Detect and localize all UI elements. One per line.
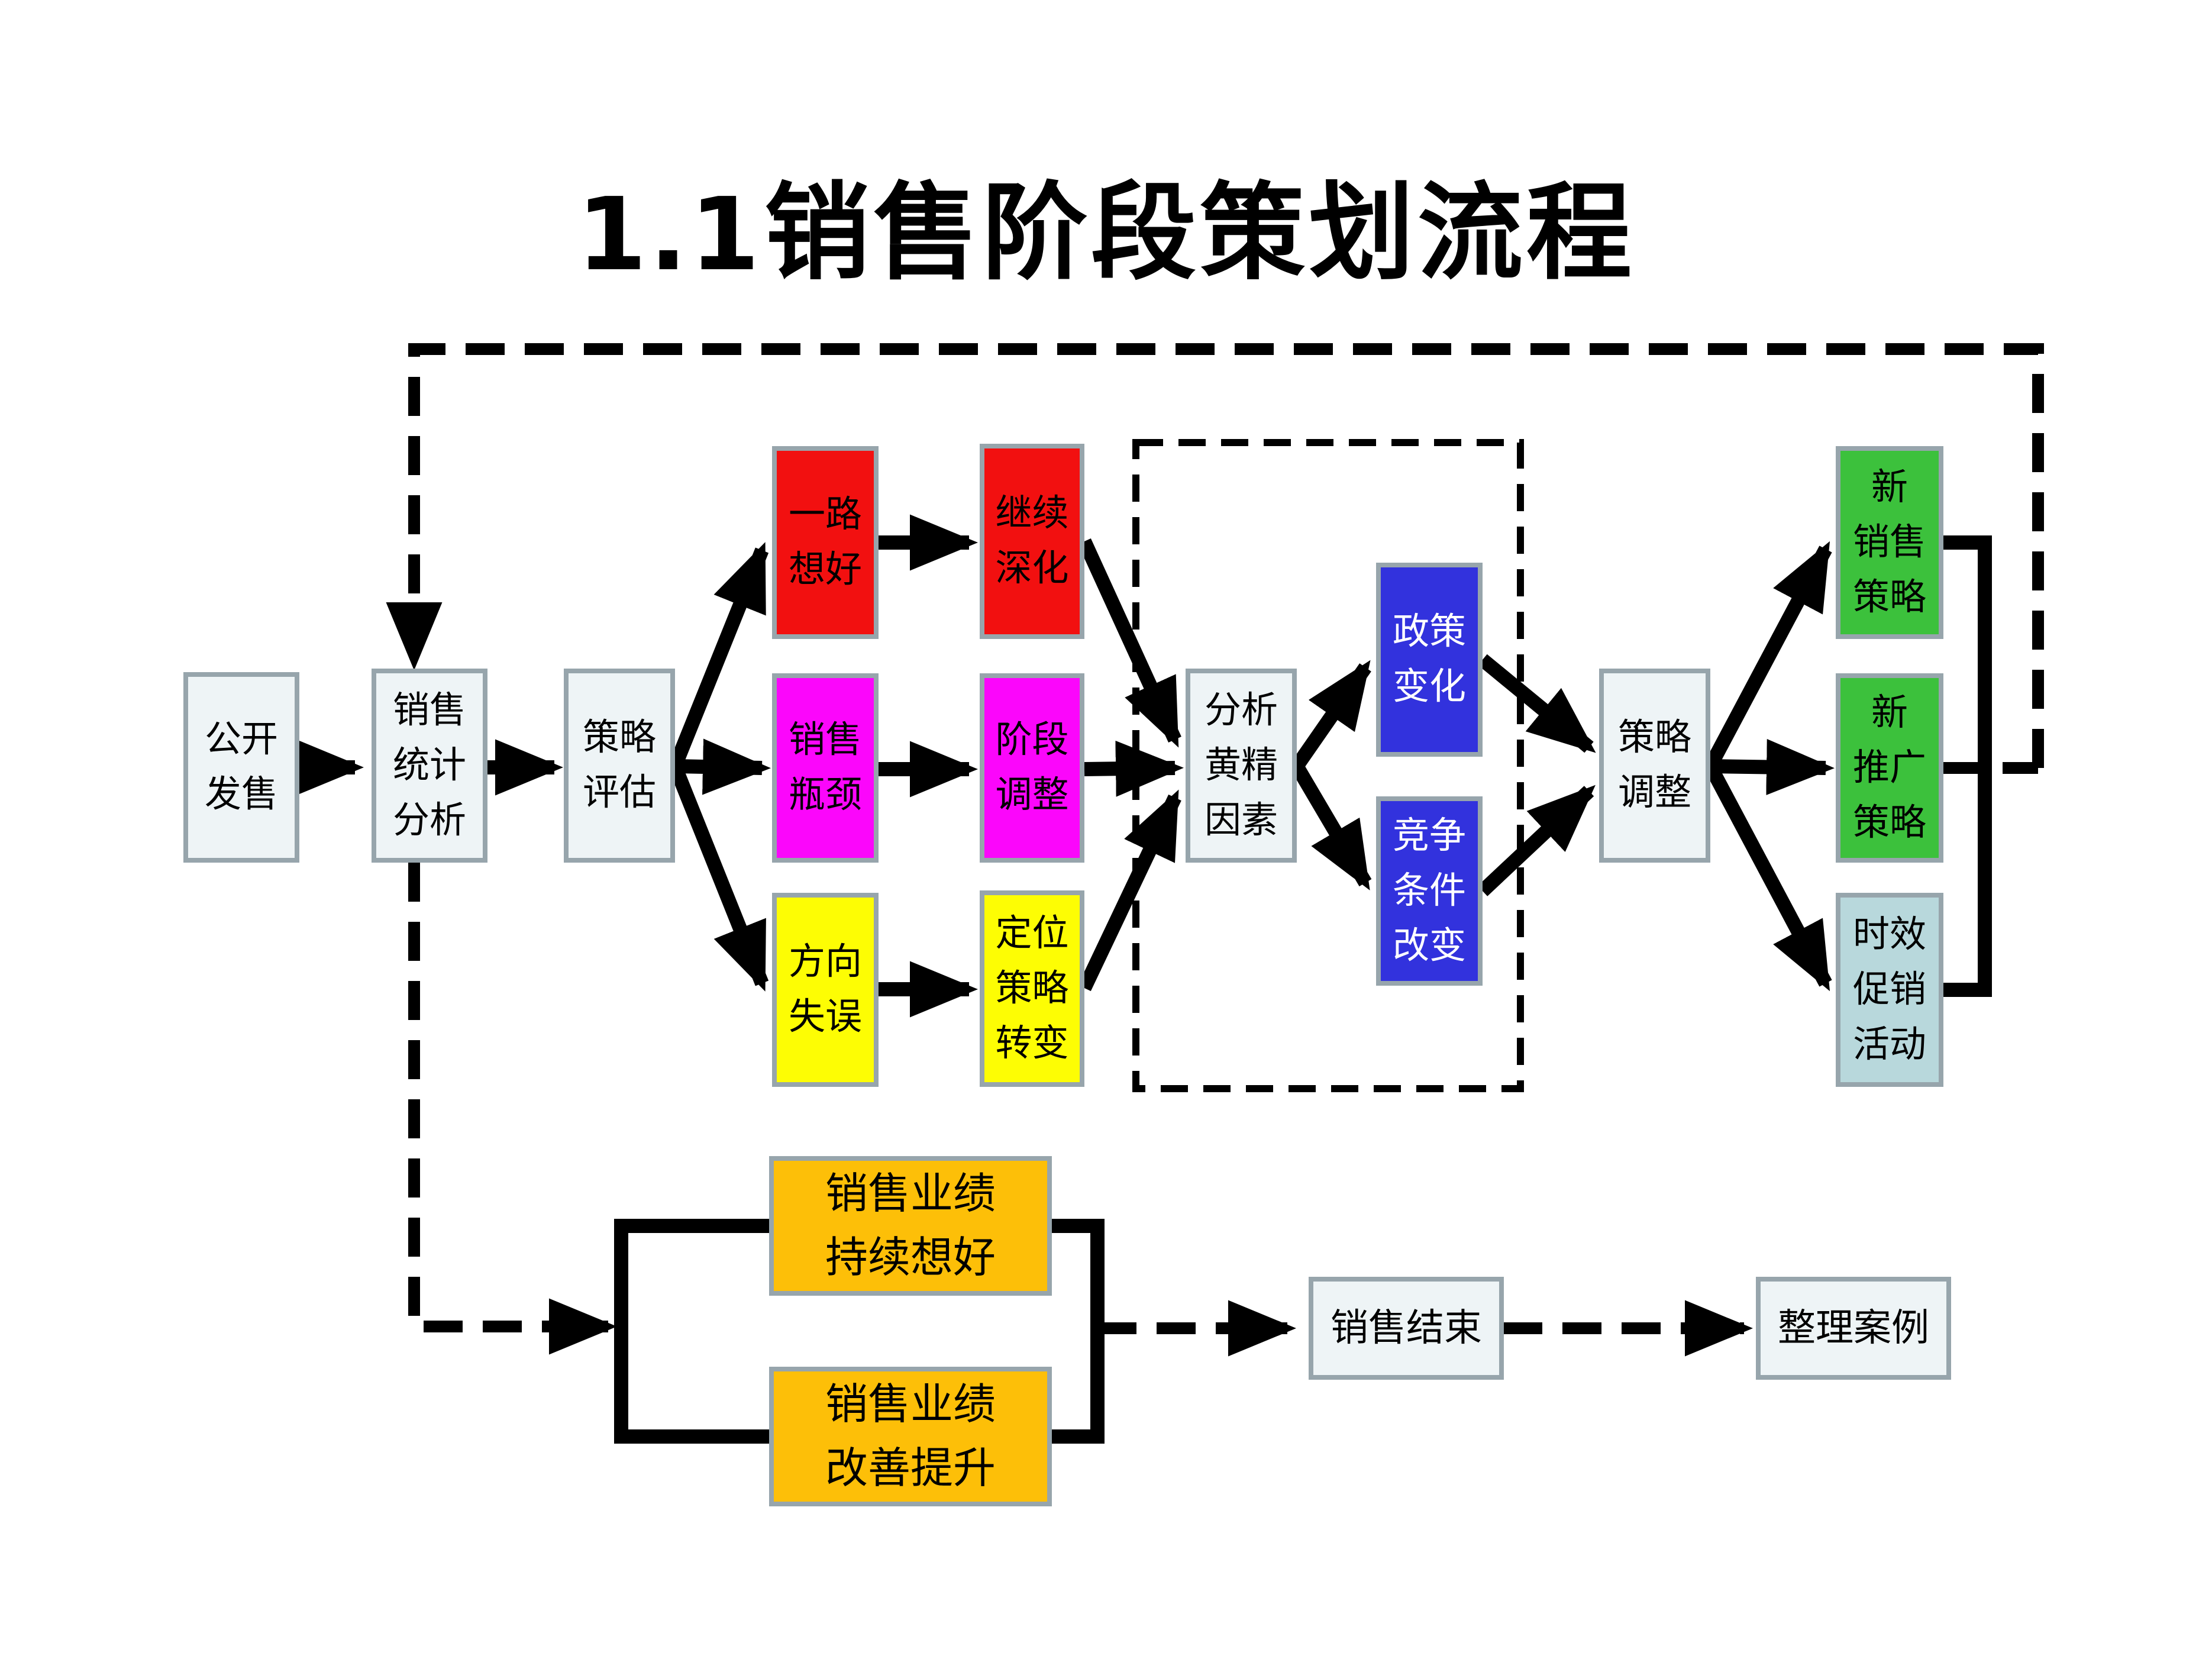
arrow-adjust-to-new-sales xyxy=(1704,541,1832,770)
node-stats-analysis: 销售 统计 分析 xyxy=(372,669,487,863)
dashed-lines xyxy=(386,343,2044,1357)
arrow-positioning-to-analyze xyxy=(1078,789,1181,992)
node-organize-cases: 整理案例 xyxy=(1756,1277,1951,1380)
page-title: 1.1 销售阶段策划流程 xyxy=(0,148,2212,300)
arrow-analyze-to-competition xyxy=(1290,762,1372,890)
arrow-eval-to-going-well xyxy=(668,542,769,769)
node-continue-deepen: 继续 深化 xyxy=(980,444,1084,639)
arrow-adjust-to-new-promo xyxy=(1710,738,1835,795)
node-going-well: 一路 想好 xyxy=(772,446,879,639)
node-time-promo: 时效 促销 活动 xyxy=(1836,893,1943,1087)
arrow-eval-to-bottleneck xyxy=(674,738,771,795)
arrow-competition-to-strategy-adjust xyxy=(1477,785,1596,896)
node-perf-keep-good: 销售业绩 持续想好 xyxy=(769,1156,1052,1296)
performance-right-bracket xyxy=(1052,1219,1105,1444)
arrow-stage-adjust-to-analyze xyxy=(1084,740,1184,797)
node-wrong-direction: 方向 失误 xyxy=(772,893,879,1087)
node-stage-adjust: 阶段 调整 xyxy=(980,673,1084,863)
arrow-adjust-to-time-promo xyxy=(1704,763,1832,992)
arrow-deepen-to-analyze xyxy=(1078,538,1181,748)
right-column-bracket xyxy=(1943,535,1992,997)
node-policy-change: 政策 变化 xyxy=(1376,563,1483,757)
stats-to-performance-line xyxy=(408,863,617,1355)
node-competition-change: 竞争 条件 改变 xyxy=(1376,796,1483,986)
node-sales-bottleneck: 销售 瓶颈 xyxy=(772,673,879,863)
analysis-region-dashed-box xyxy=(1132,439,1524,1092)
performance-left-bracket xyxy=(614,1219,769,1444)
title-text: 销售阶段策划流程 xyxy=(764,175,1636,292)
arrow-analyze-to-policy xyxy=(1291,660,1371,770)
node-new-sales-strategy: 新 销售 策略 xyxy=(1836,446,1943,639)
solid-arrows xyxy=(296,514,1835,1018)
node-open-sale: 公开 发售 xyxy=(183,672,299,863)
feedback-loop-line xyxy=(386,343,2044,768)
node-perf-improve: 销售业绩 改善提升 xyxy=(769,1367,1052,1506)
node-positioning-change: 定位 策略 转变 xyxy=(980,890,1084,1087)
arrow-eval-to-wrong-direction xyxy=(668,763,769,992)
node-strategy-adjust: 策略 调整 xyxy=(1599,669,1710,863)
arrow-policy-to-strategy-adjust xyxy=(1478,654,1596,753)
node-sales-end: 销售结束 xyxy=(1309,1277,1504,1380)
node-new-promo-strategy: 新 推广 策略 xyxy=(1836,673,1943,863)
node-strategy-eval: 策略 评估 xyxy=(564,669,675,863)
title-number: 1.1 xyxy=(576,176,763,293)
node-analyze-factors: 分析 黄精 因素 xyxy=(1186,669,1297,863)
